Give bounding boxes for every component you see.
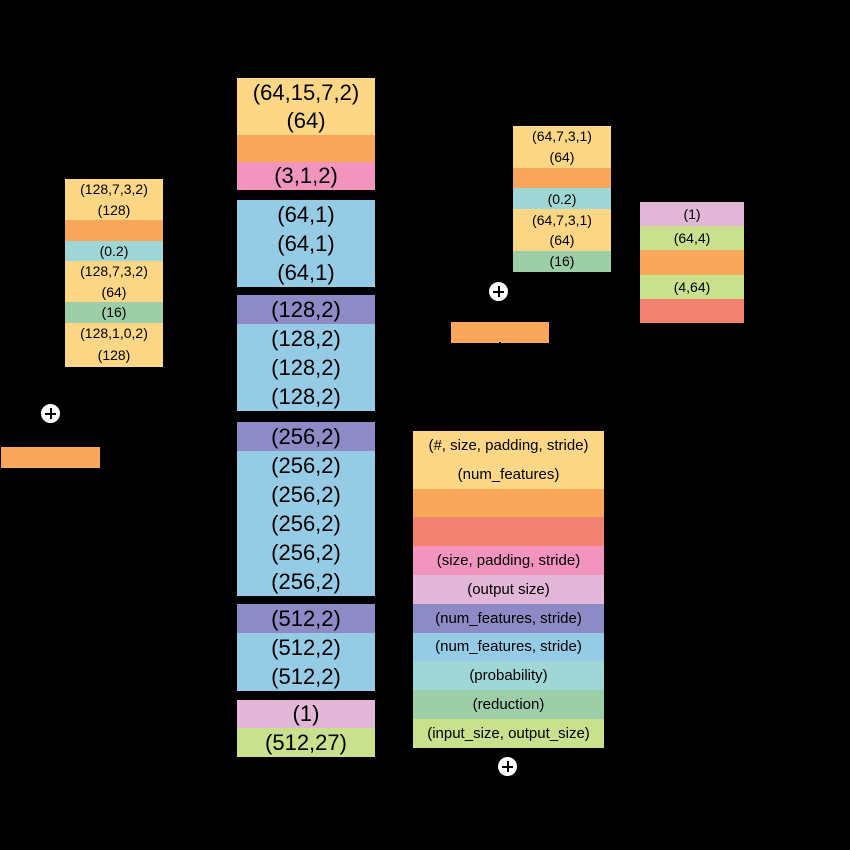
stage1-group: (64,1)(64,1)(64,1)	[237, 200, 375, 287]
stage4-cell: (512,2)	[237, 662, 375, 691]
left-block-cell: (64)	[65, 281, 163, 302]
legend-add-plus-icon	[497, 756, 518, 777]
right-block-top-tick	[553, 123, 563, 125]
left-residual-block: (128,7,3,2)(128)(0.2)(128,7,3,2)(64)(16)…	[65, 179, 163, 367]
stage4-cell: (512,2)	[237, 633, 375, 662]
right-block-cell	[513, 167, 611, 189]
legend-cell: (output size)	[413, 574, 604, 604]
attention-block-cell: (4,64)	[640, 274, 744, 299]
right-add-plus-icon	[488, 281, 509, 302]
attention-block-cell: (64,4)	[640, 226, 744, 251]
left-block-top-tick	[101, 176, 111, 178]
left-block-cell: (128,7,3,2)	[65, 179, 163, 200]
stage2-cell: (128,2)	[237, 324, 375, 353]
stem-cell: (64,15,7,2)	[237, 78, 375, 107]
right-bar-arrow-stub	[499, 342, 501, 348]
right-block-cell: (64,7,3,1)	[513, 209, 611, 230]
stage3-cell: (256,2)	[237, 422, 375, 451]
legend-cell: (#, size, padding, stride)	[413, 431, 604, 460]
attention-block-cell	[640, 250, 744, 275]
stage2-group: (128,2)(128,2)(128,2)(128,2)	[237, 295, 375, 411]
legend-cell: (num_features, stride)	[413, 632, 604, 662]
legend-cell	[413, 488, 604, 518]
left-output-bar	[1, 447, 100, 468]
legend-cell: (num_features, stride)	[413, 603, 604, 633]
attention-block-cell: (1)	[640, 202, 744, 227]
stage3-cell: (256,2)	[237, 538, 375, 567]
stage2-cell: (128,2)	[237, 295, 375, 324]
left-block-cell: (128)	[65, 199, 163, 220]
legend-cell: (size, padding, stride)	[413, 546, 604, 575]
left-block-cell: (128)	[65, 343, 163, 367]
stage1-cell: (64,1)	[237, 229, 375, 258]
left-block-cell: (128,7,3,2)	[65, 261, 163, 282]
stem-cell: (3,1,2)	[237, 162, 375, 190]
stage3-cell: (256,2)	[237, 567, 375, 596]
right-block-cell: (64)	[513, 146, 611, 168]
stage1-cell: (64,1)	[237, 258, 375, 287]
right-block-cell: (64)	[513, 229, 611, 251]
right-residual-block: (64,7,3,1)(64)(0.2)(64,7,3,1)(64)(16)	[513, 126, 611, 272]
stage3-cell: (256,2)	[237, 451, 375, 480]
legend-cell	[413, 517, 604, 547]
stage4-group: (512,2)(512,2)(512,2)	[237, 604, 375, 691]
left-block-arrow-stub	[113, 370, 115, 376]
legend: (#, size, padding, stride)(num_features)…	[413, 431, 604, 748]
head-cell: (1)	[237, 700, 375, 728]
head-cell: (512,27)	[237, 728, 375, 757]
right-block-cell: (64,7,3,1)	[513, 126, 611, 147]
stage3-cell: (256,2)	[237, 509, 375, 538]
left-add-plus-icon	[40, 403, 61, 424]
left-block-cell: (0.2)	[65, 240, 163, 261]
left-block-cell: (16)	[65, 302, 163, 323]
stage4-cell: (512,2)	[237, 604, 375, 633]
stem-cell: (64)	[237, 107, 375, 135]
right-block-cell: (0.2)	[513, 188, 611, 210]
stem-cell	[237, 135, 375, 162]
left-block-cell: (128,1,0,2)	[65, 322, 163, 343]
stage1-cell: (64,1)	[237, 200, 375, 229]
stage2-cell: (128,2)	[237, 353, 375, 382]
legend-cell: (input_size, output_size)	[413, 718, 604, 748]
attention-block-cell	[640, 298, 744, 323]
head-group: (1)(512,27)	[237, 700, 375, 757]
legend-cell: (reduction)	[413, 690, 604, 719]
legend-cell: (num_features)	[413, 459, 604, 489]
right-output-bar	[451, 322, 549, 343]
stage2-cell: (128,2)	[237, 382, 375, 411]
left-block-cell	[65, 220, 163, 241]
main-stack-arrow-stub	[305, 757, 307, 763]
stage3-group: (256,2)(256,2)(256,2)(256,2)(256,2)(256,…	[237, 422, 375, 596]
stage3-cell: (256,2)	[237, 480, 375, 509]
stem-group: (64,15,7,2)(64) (3,1,2)	[237, 78, 375, 190]
legend-cell: (probability)	[413, 661, 604, 691]
right-block-cell: (16)	[513, 250, 611, 272]
attention-block: (1)(64,4) (4,64)	[640, 202, 744, 323]
